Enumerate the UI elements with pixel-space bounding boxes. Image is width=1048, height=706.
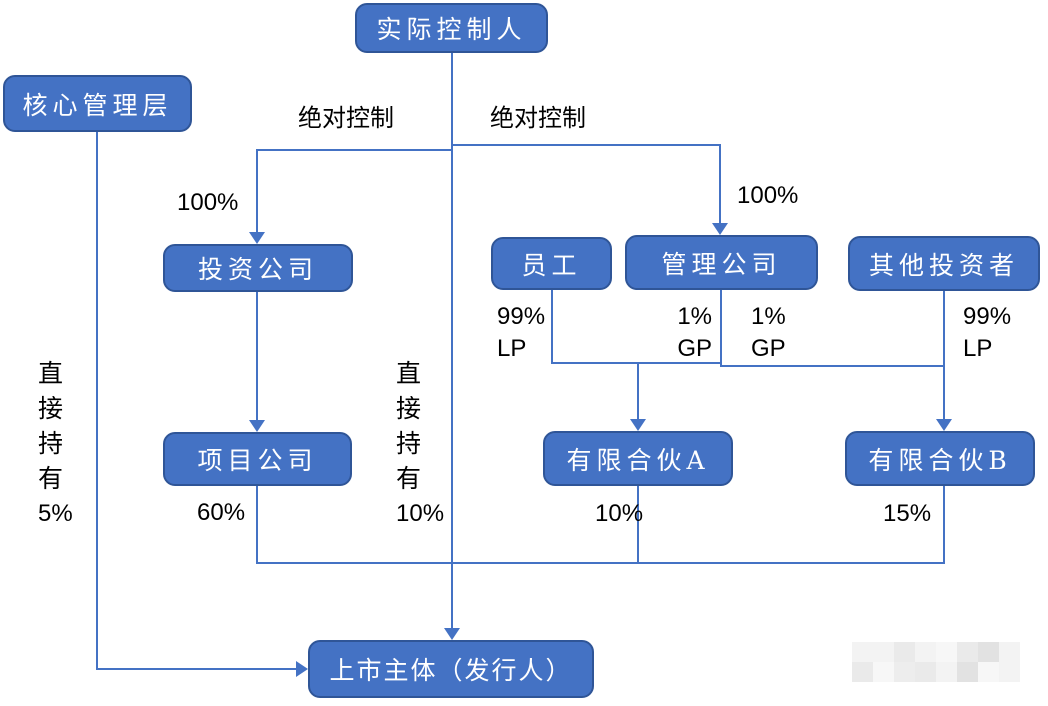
node-listed-entity: 上市主体（发行人） [308, 640, 594, 698]
arrowhead-project-company [249, 420, 265, 432]
node-project-company: 项目公司 [163, 432, 352, 486]
connector-employees-down [551, 290, 553, 363]
connector-lp-a-down [637, 486, 639, 563]
label-99-lp-left: 99% LP [497, 301, 545, 365]
label-direct-hold-10-pct: 10% [396, 500, 445, 527]
connector-branch-left [257, 149, 452, 151]
arrowhead-management-company [712, 223, 728, 235]
label-direct-hold-5-pct: 5% [38, 500, 73, 527]
label-1-right-pct: 1% [751, 303, 786, 330]
label-direct-hold-10: 直接持有 10% [396, 356, 445, 531]
node-limited-partnership-a: 有限合伙A [543, 431, 733, 486]
label-99-left-role: LP [497, 335, 527, 362]
node-employees: 员工 [491, 237, 612, 290]
arrowhead-lp-a [630, 419, 646, 431]
arrowhead-listed-entity-top [444, 628, 460, 640]
node-investment-company: 投资公司 [163, 244, 353, 292]
label-1-gp-left: 1% GP [660, 301, 712, 365]
label-10-percent: 10% [595, 500, 644, 527]
label-absolute-control-left: 绝对控制 [298, 104, 394, 132]
arrowhead-lp-b [936, 419, 952, 431]
node-management-company: 管理公司 [625, 235, 818, 290]
connector-lp-b-down [943, 486, 945, 563]
connector-other-investors-down [943, 291, 945, 419]
label-1-right-role: GP [751, 335, 786, 362]
label-99-lp-right: 99% LP [963, 301, 1011, 365]
label-1-left-pct: 1% [677, 303, 712, 330]
label-99-right-pct: 99% [963, 303, 1012, 330]
label-100-percent-right: 100% [737, 182, 799, 209]
connector-to-investment-company [256, 149, 258, 232]
connector-core-management-down [96, 132, 98, 669]
connector-project-down [256, 486, 258, 563]
connector-branch-right [451, 144, 720, 146]
connector-lp-a-horizontal [551, 362, 721, 364]
connector-to-lp-a [637, 362, 639, 419]
arrowhead-listed-entity-left [296, 661, 308, 677]
label-direct-hold-5-text: 直接持有 [38, 359, 64, 493]
connector-collector [256, 562, 945, 564]
label-1-left-role: GP [677, 335, 712, 362]
label-direct-hold-10-text: 直接持有 [396, 359, 422, 493]
watermark-blur [852, 642, 1020, 682]
node-limited-partnership-b: 有限合伙B [845, 431, 1035, 486]
connector-actual-controller-down [451, 53, 453, 628]
node-core-management: 核心管理层 [3, 75, 192, 132]
connector-core-management-to-listed [96, 668, 298, 670]
connector-to-management-company [719, 144, 721, 223]
node-actual-controller: 实际控制人 [355, 3, 548, 53]
label-99-right-role: LP [963, 335, 993, 362]
connector-management-down [720, 290, 722, 367]
label-99-left-pct: 99% [497, 303, 546, 330]
label-15-percent: 15% [883, 500, 932, 527]
label-direct-hold-5: 直接持有 5% [38, 356, 73, 531]
label-absolute-control-right: 绝对控制 [490, 104, 586, 132]
label-60-percent: 60% [197, 499, 246, 526]
node-other-investors: 其他投资者 [848, 236, 1040, 291]
arrowhead-investment-company [249, 232, 265, 244]
label-100-percent-left: 100% [177, 189, 239, 216]
label-1-gp-right: 1% GP [751, 301, 786, 365]
connector-investment-to-project [256, 292, 258, 420]
connector-lp-b-horizontal [720, 365, 945, 367]
